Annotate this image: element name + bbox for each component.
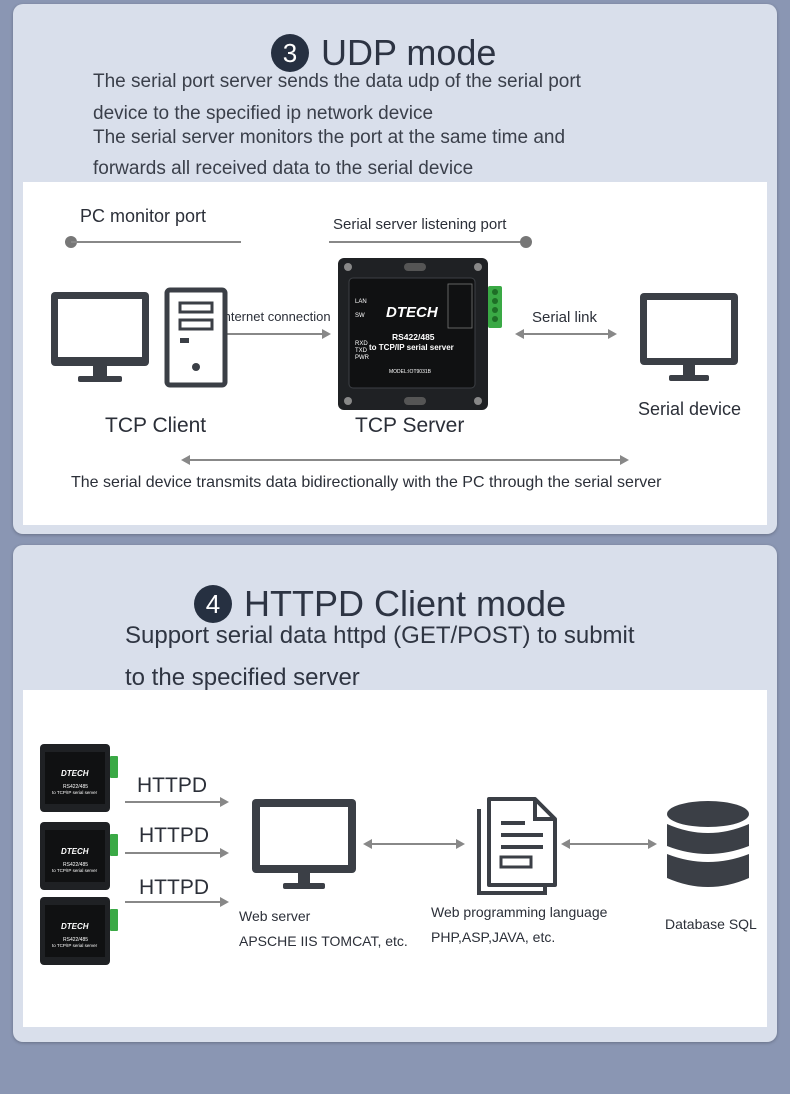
httpd-label-3: HTTPD <box>139 876 209 899</box>
svg-text:RS422/485: RS422/485 <box>63 862 88 868</box>
httpd-desc-line-1: Support serial data httpd (GET/POST) to … <box>125 622 635 649</box>
pc-icon <box>51 287 228 388</box>
httpd-arrows <box>125 797 657 907</box>
pwr-text: PWR <box>355 355 370 361</box>
device-small-2: DTECH RS422/485 to TCP/IP serial server <box>40 822 118 890</box>
svg-text:to TCP/IP serial server: to TCP/IP serial server <box>52 868 98 873</box>
serial-arrow-left <box>515 329 524 339</box>
serial-link-label: Serial link <box>532 309 598 326</box>
httpd-desc-line-2: to the specified server <box>125 664 360 691</box>
serial-server-devices: DTECH RS422/485 to TCP/IP serial server … <box>40 744 118 965</box>
brand-text: DTECH <box>386 304 439 321</box>
httpd-label-1: HTTPD <box>137 774 207 797</box>
rxd-text: RXD <box>355 341 368 347</box>
udp-mode-title: UDP mode <box>321 32 497 73</box>
svg-text:DTECH: DTECH <box>61 847 89 856</box>
lan-text: LAN <box>355 299 367 305</box>
model-line1-text: RS422/485 <box>392 332 435 342</box>
udp-desc-line-4: forwards all received data to the serial… <box>93 158 474 179</box>
udp-diagram: PC monitor port Serial server listening … <box>23 182 767 525</box>
svg-text:to TCP/IP serial server: to TCP/IP serial server <box>52 790 98 795</box>
internet-arrow-right <box>322 329 331 339</box>
serial-device-monitor-icon <box>640 293 738 381</box>
udp-mode-panel: 3 UDP mode The serial port server sends … <box>13 4 777 534</box>
database-icon <box>667 801 749 887</box>
internet-connection-label: Internet connection <box>220 309 331 324</box>
svg-text:RS422/485: RS422/485 <box>63 784 88 790</box>
svg-text:RS422/485: RS422/485 <box>63 937 88 943</box>
httpd-mode-heading: 4 HTTPD Client mode <box>194 583 566 625</box>
svg-text:DTECH: DTECH <box>61 769 89 778</box>
model-line2-text: to TCP/IP serial server <box>369 343 454 352</box>
bidirectional-arrow-right <box>620 455 629 465</box>
step-3-badge: 3 <box>271 34 309 72</box>
udp-desc-line-1: The serial port server sends the data ud… <box>93 71 581 92</box>
database-label: Database SQL <box>665 916 757 932</box>
web-server-label: Web server <box>239 908 311 924</box>
device-small-1: DTECH RS422/485 to TCP/IP serial server <box>40 744 118 812</box>
port-lines <box>65 236 629 465</box>
tcp-server-device-icon: LAN SW RXD TXD PWR DTECH RS422/485 to TC… <box>338 258 502 410</box>
tcp-client-label: TCP Client <box>105 414 207 437</box>
httpd-mode-title: HTTPD Client mode <box>244 583 567 624</box>
step-4-badge: 4 <box>194 585 232 623</box>
bidirectional-note: The serial device transmits data bidirec… <box>71 474 662 491</box>
server-port-dot <box>520 236 532 248</box>
bidirectional-arrow-left <box>181 455 190 465</box>
udp-desc-line-3: The serial server monitors the port at t… <box>93 127 566 148</box>
svg-text:DTECH: DTECH <box>61 922 89 931</box>
svg-text:to TCP/IP serial server: to TCP/IP serial server <box>52 943 98 948</box>
document-icon <box>477 797 557 895</box>
serial-device-label: Serial device <box>638 399 742 419</box>
tcp-server-label: TCP Server <box>355 414 465 437</box>
device-small-3: DTECH RS422/485 to TCP/IP serial server <box>40 897 118 965</box>
udp-desc-line-2: device to the specified ip network devic… <box>93 103 434 124</box>
httpd-mode-panel: 4 HTTPD Client mode Support serial data … <box>13 545 777 1042</box>
web-server-monitor-icon <box>252 799 356 889</box>
server-listening-port-label: Serial server listening port <box>333 216 507 233</box>
model-no-text: MODEL:IOT9031B <box>389 369 432 375</box>
sw-text: SW <box>355 313 365 319</box>
web-lang-label: Web programming language <box>431 904 608 920</box>
web-lang-sub-label: PHP,ASP,JAVA, etc. <box>431 929 556 945</box>
serial-arrow-right <box>608 329 617 339</box>
httpd-diagram: DTECH RS422/485 to TCP/IP serial server … <box>23 690 767 1027</box>
txd-text: TXD <box>355 348 368 354</box>
web-server-sub-label: APSCHE IIS TOMCAT, etc. <box>239 933 408 949</box>
httpd-label-2: HTTPD <box>139 824 209 847</box>
pc-monitor-port-label: PC monitor port <box>80 206 207 226</box>
udp-mode-heading: 3 UDP mode <box>271 32 496 74</box>
